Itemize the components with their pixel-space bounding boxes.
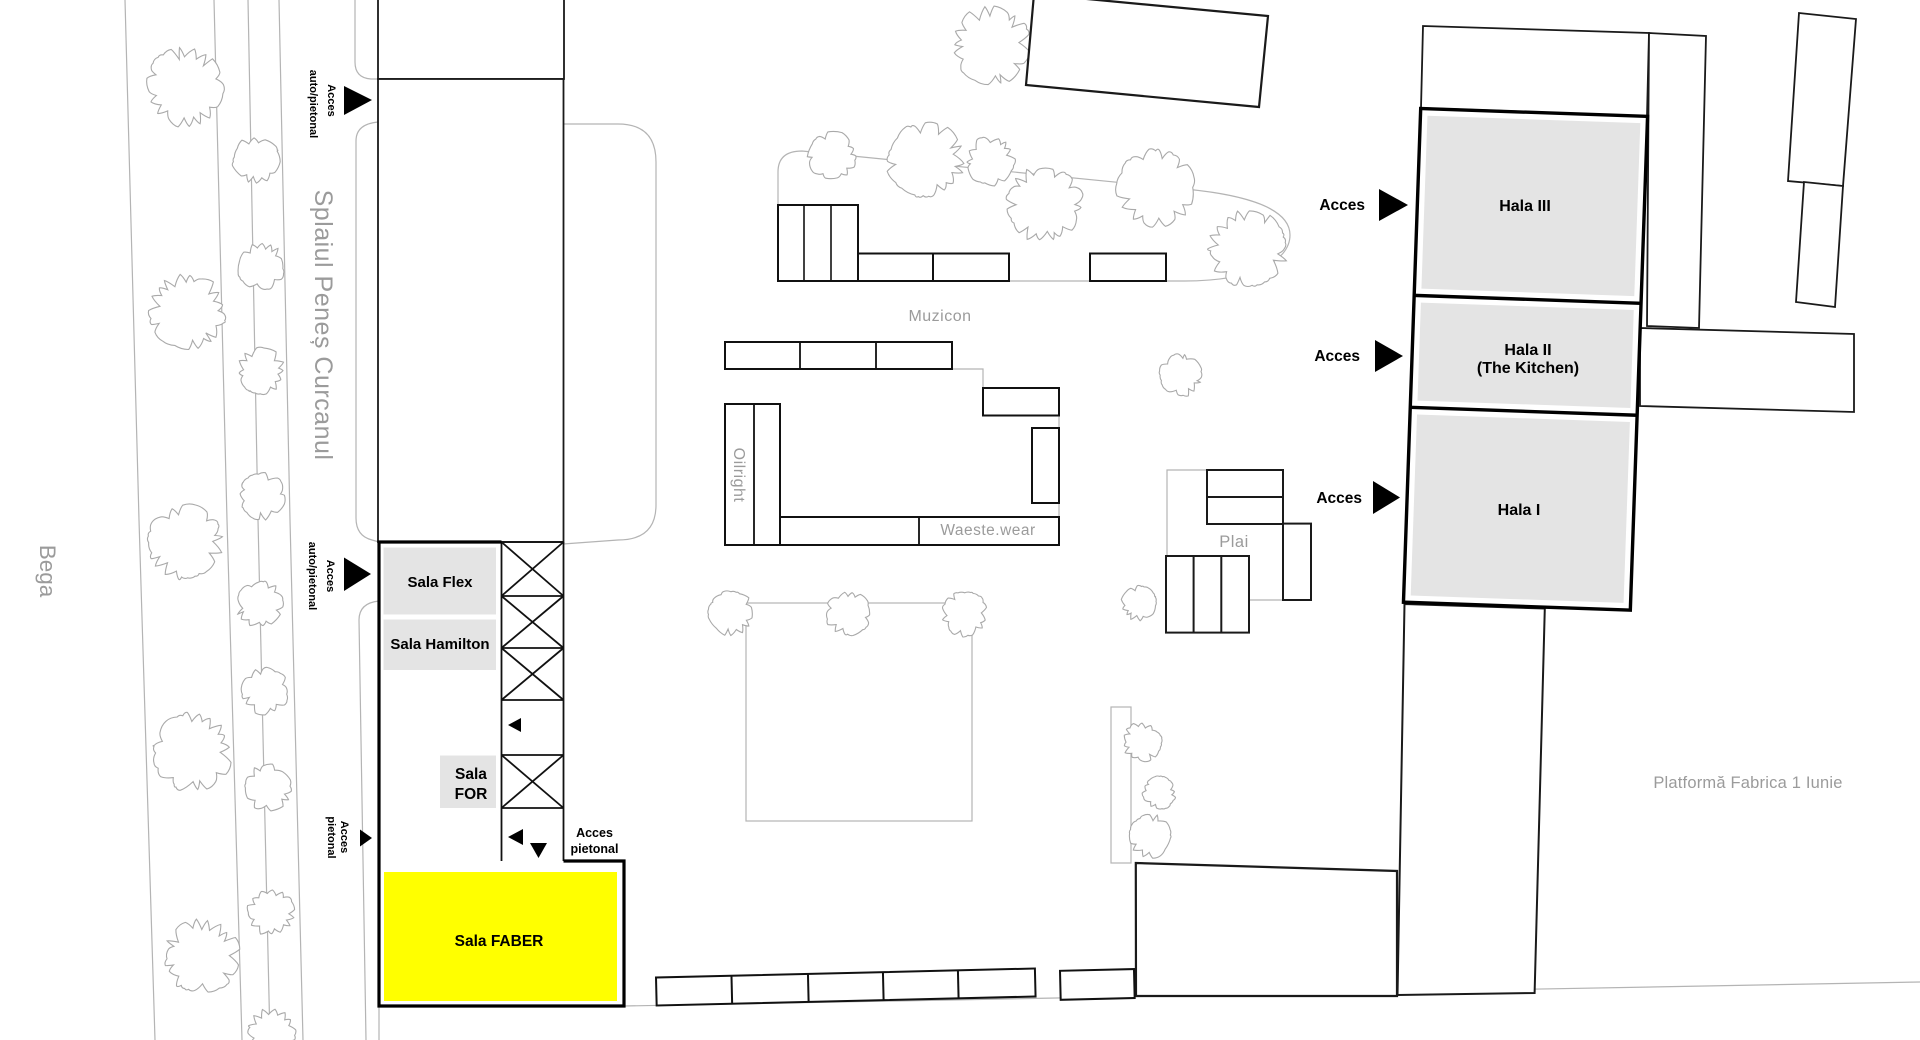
svg-text:Acces: Acces <box>1319 197 1365 214</box>
svg-text:Muzicon: Muzicon <box>908 308 971 325</box>
svg-text:FOR: FOR <box>455 786 488 803</box>
svg-text:auto/pietonal: auto/pietonal <box>306 542 318 610</box>
svg-text:pietonal: pietonal <box>325 816 337 858</box>
svg-text:Hala I: Hala I <box>1498 502 1541 519</box>
svg-text:Plai: Plai <box>1219 533 1249 551</box>
svg-text:Acces: Acces <box>1316 490 1362 507</box>
svg-text:Acces: Acces <box>324 560 336 592</box>
svg-text:Oilright: Oilright <box>730 448 747 503</box>
svg-text:Acces: Acces <box>1314 348 1360 365</box>
svg-text:Bega: Bega <box>35 545 60 598</box>
svg-text:Sala: Sala <box>455 766 487 783</box>
svg-text:pietonal: pietonal <box>571 842 619 856</box>
svg-text:Acces: Acces <box>576 826 613 840</box>
svg-text:Acces: Acces <box>338 821 350 853</box>
svg-text:Hala II: Hala II <box>1504 342 1551 359</box>
svg-text:(The Kitchen): (The Kitchen) <box>1477 360 1579 377</box>
svg-text:Platformă Fabrica 1 Iunie: Platformă Fabrica 1 Iunie <box>1653 774 1842 792</box>
svg-text:Acces: Acces <box>325 84 337 116</box>
svg-text:Waeste.wear: Waeste.wear <box>940 522 1035 539</box>
svg-text:Splaiul Peneș Curcanul: Splaiul Peneș Curcanul <box>309 190 337 461</box>
svg-text:Sala FABER: Sala FABER <box>455 933 544 950</box>
svg-text:auto/pietonal: auto/pietonal <box>307 70 319 138</box>
svg-text:Sala Flex: Sala Flex <box>407 574 473 591</box>
svg-text:Sala Hamilton: Sala Hamilton <box>390 636 489 653</box>
svg-text:Hala III: Hala III <box>1499 198 1551 215</box>
